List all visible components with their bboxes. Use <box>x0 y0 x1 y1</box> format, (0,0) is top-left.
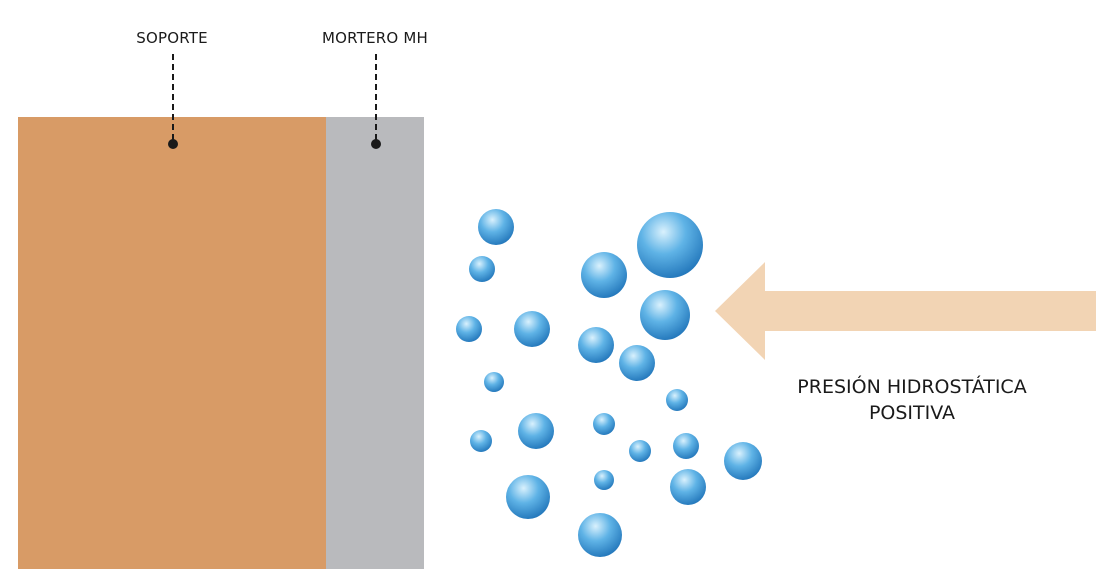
water-droplet-icon <box>629 440 651 462</box>
mortero-mh-layer <box>326 117 424 569</box>
soporte-leader-line <box>172 54 174 140</box>
water-droplet-icon <box>578 513 622 557</box>
mortero-leader-line <box>375 54 377 140</box>
water-droplet-icon <box>506 475 550 519</box>
mortero-marker-dot <box>371 139 381 149</box>
mortero-label: MORTERO MH <box>322 29 428 47</box>
water-droplet-icon <box>470 430 492 452</box>
water-droplet-icon <box>673 433 699 459</box>
water-droplet-icon <box>666 389 688 411</box>
water-droplet-icon <box>514 311 550 347</box>
water-droplet-icon <box>637 212 703 278</box>
water-droplet-icon <box>594 470 614 490</box>
water-droplet-icon <box>724 442 762 480</box>
water-droplet-icon <box>518 413 554 449</box>
water-droplet-icon <box>578 327 614 363</box>
water-droplet-icon <box>456 316 482 342</box>
water-droplet-icon <box>469 256 495 282</box>
water-droplet-icon <box>640 290 690 340</box>
water-droplet-icon <box>593 413 615 435</box>
soporte-marker-dot <box>168 139 178 149</box>
soporte-label: SOPORTE <box>136 29 208 47</box>
water-droplet-icon <box>619 345 655 381</box>
water-droplet-icon <box>581 252 627 298</box>
pressure-label-line1: PRESIÓN HIDROSTÁTICA <box>797 376 1027 398</box>
pressure-label-line2: POSITIVA <box>868 402 956 424</box>
pressure-label: PRESIÓN HIDROSTÁTICA POSITIVA <box>797 374 1026 426</box>
soporte-layer <box>18 117 326 569</box>
water-droplet-icon <box>670 469 706 505</box>
water-droplet-icon <box>484 372 504 392</box>
water-droplet-icon <box>478 209 514 245</box>
